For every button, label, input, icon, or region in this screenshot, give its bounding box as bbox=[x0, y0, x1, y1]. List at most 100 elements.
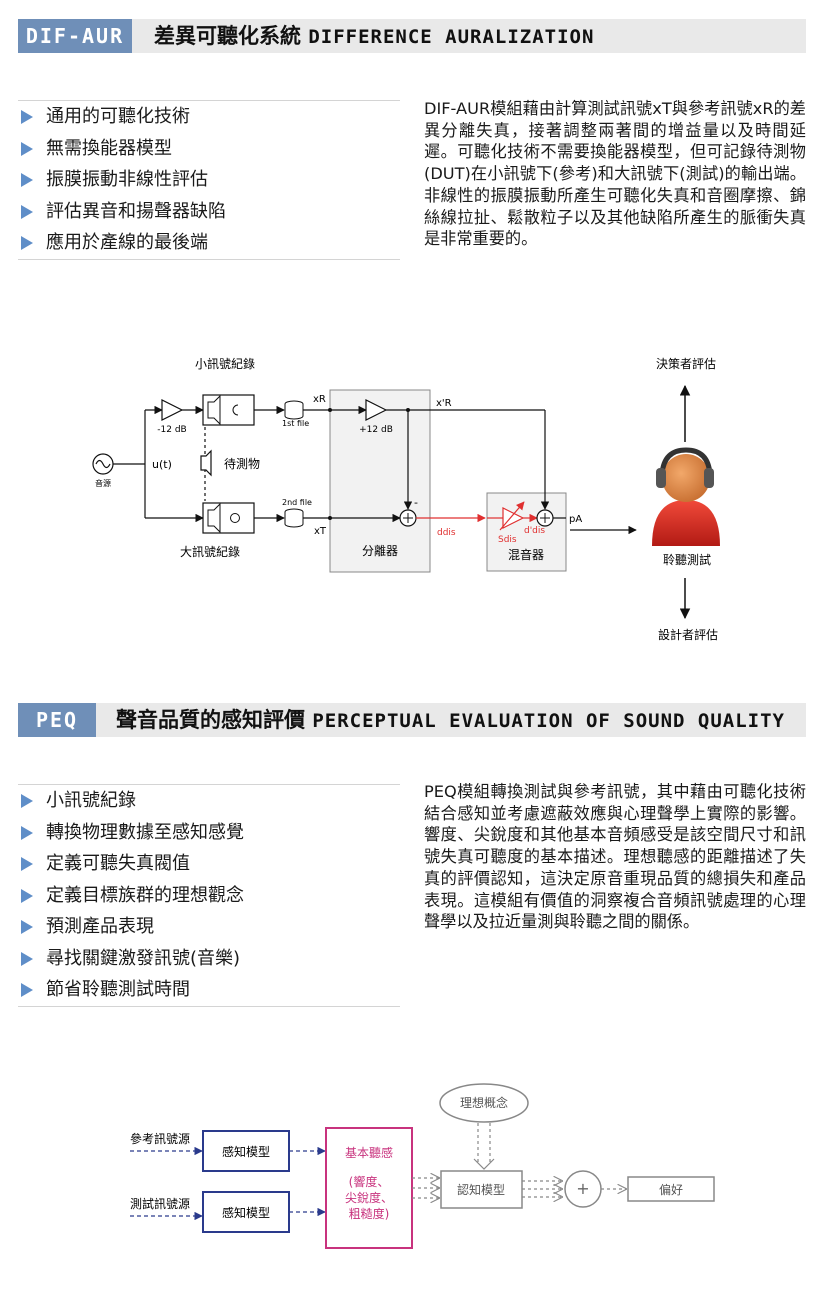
variable-gain-arrow bbox=[499, 501, 525, 531]
peq-tag: PEQ bbox=[18, 703, 96, 737]
sdis-label: Sdis bbox=[498, 535, 517, 545]
file2-body bbox=[284, 512, 304, 528]
pa-label: pA bbox=[569, 514, 582, 525]
separator-label: 分離器 bbox=[362, 544, 398, 558]
list-item-label: 通用的可聽化技術 bbox=[46, 106, 190, 127]
basic-detail-2: 尖銳度、 bbox=[345, 1190, 393, 1205]
gain-amp-icon bbox=[365, 399, 388, 421]
list-item-label: 小訊號紀錄 bbox=[46, 790, 136, 811]
triangle-bullet-icon bbox=[21, 825, 33, 840]
xr-prime-label: x'R bbox=[436, 398, 452, 409]
triangle-bullet-icon bbox=[21, 110, 33, 124]
list-item: 小訊號紀錄 bbox=[18, 785, 400, 817]
source-label: 音源 bbox=[95, 478, 111, 488]
list-item-label: 應用於產線的最後端 bbox=[46, 232, 208, 253]
mic-icon bbox=[232, 404, 239, 416]
preference-label: 偏好 bbox=[659, 1182, 683, 1197]
ideal-arrow-head bbox=[473, 1158, 495, 1170]
list-item-label: 評估異音和揚聲器缺陷 bbox=[46, 200, 226, 222]
gain-plus-label: +12 dB bbox=[359, 425, 393, 435]
dut-label: 待測物 bbox=[224, 457, 260, 471]
basic-perception-box bbox=[325, 1127, 413, 1249]
peq-header: PEQ 聲音品質的感知評價 PERCEPTUAL EVALUATION OF S… bbox=[18, 703, 806, 737]
dut-speaker-icon bbox=[200, 449, 212, 477]
list-item: 應用於產線的最後端 bbox=[18, 227, 400, 259]
triangle-bullet-icon bbox=[21, 173, 33, 187]
sum-plus-label: + bbox=[576, 1179, 589, 1198]
listener-icon bbox=[652, 447, 720, 546]
perception-model-label-2: 感知模型 bbox=[222, 1205, 270, 1220]
listening-test-label: 聆聽測試 bbox=[663, 552, 711, 567]
list-item: 通用的可聽化技術 bbox=[18, 101, 400, 133]
list-item: 節省聆聽測試時間 bbox=[18, 974, 400, 1006]
mixer-label: 混音器 bbox=[508, 547, 544, 562]
ideal-concept-label: 理想概念 bbox=[460, 1095, 508, 1110]
designer-label: 設計者評估 bbox=[658, 627, 718, 642]
mixer-amp-icon bbox=[502, 507, 525, 529]
triangle-bullet-icon bbox=[21, 951, 33, 966]
perception-model-label-1: 感知模型 bbox=[222, 1144, 270, 1159]
triangle-bullet-icon bbox=[21, 236, 33, 250]
triangle-bullet-icon bbox=[21, 888, 33, 903]
triangle-bullet-icon bbox=[21, 983, 33, 997]
triangle-bullet-icon bbox=[21, 141, 33, 156]
triangle-bullet-icon bbox=[21, 857, 33, 871]
decision-label: 決策者評估 bbox=[656, 356, 716, 371]
junction-dot bbox=[328, 408, 332, 412]
mixer-box bbox=[486, 492, 567, 572]
speaker-icon bbox=[207, 394, 221, 426]
separator-box bbox=[329, 389, 431, 573]
peq-description: PEQ模組轉換測試與參考訊號，其中藉由可聽化技術結合感知並考慮遮蔽效應與心理聲學… bbox=[424, 782, 806, 932]
dif-aur-feature-list: 通用的可聽化技術無需換能器模型振膜振動非線性評估評估異音和揚聲器缺陷應用於產線的… bbox=[18, 100, 400, 260]
list-item: 預測產品表現 bbox=[18, 911, 400, 943]
file2-label: 2nd file bbox=[282, 498, 312, 507]
dif-aur-diagram: 小訊號紀錄 大訊號紀錄 音源 u(t) -12 dB 1st file xR 2… bbox=[92, 356, 720, 642]
junction-dot-3 bbox=[328, 516, 332, 520]
list-item: 評估異音和揚聲器缺陷 bbox=[18, 196, 400, 228]
dif-aur-description: DIF-AUR模組藉由計算測試訊號xT與參考訊號xR的差異分離失真，接著調整兩著… bbox=[424, 99, 806, 249]
basic-perception-title: 基本聽感 bbox=[345, 1145, 393, 1160]
attenuator-amp-icon bbox=[161, 399, 184, 421]
triangle-bullet-icon bbox=[21, 920, 33, 934]
basic-detail-1: (響度、 bbox=[349, 1174, 390, 1189]
perception-model-box-2 bbox=[202, 1191, 290, 1233]
list-item: 定義目標族群的理想觀念 bbox=[18, 880, 400, 912]
ref-source-label: 參考訊號源 bbox=[130, 1131, 190, 1146]
gain-minus-label: -12 dB bbox=[157, 425, 186, 435]
dprime-dis-label: d'dis bbox=[524, 526, 545, 536]
xr-label: xR bbox=[313, 394, 326, 405]
dif-aur-tag: DIF-AUR bbox=[18, 19, 132, 53]
basic-detail-3: 粗糙度) bbox=[349, 1206, 390, 1221]
triangle-bullet-icon bbox=[21, 204, 33, 219]
peq-title-en: PERCEPTUAL EVALUATION OF SOUND QUALITY bbox=[312, 710, 785, 732]
source-symbol: u(t) bbox=[152, 458, 172, 471]
minus-sign: - bbox=[414, 496, 418, 509]
list-item-label: 定義可聽失真閥值 bbox=[46, 853, 190, 874]
dif-aur-header: DIF-AUR 差異可聽化系統 DIFFERENCE AURALIZATION bbox=[18, 19, 806, 53]
cognition-model-label: 認知模型 bbox=[457, 1182, 505, 1197]
list-item-label: 振膜振動非線性評估 bbox=[46, 169, 208, 190]
file1-body bbox=[284, 404, 304, 420]
peq-title-zh: 聲音品質的感知評價 bbox=[116, 708, 305, 732]
large-signal-label: 大訊號紀錄 bbox=[180, 544, 240, 559]
list-item-label: 預測產品表現 bbox=[46, 916, 154, 937]
sine-wave-icon bbox=[95, 459, 111, 469]
list-item-label: 尋找關鍵激發訊號(音樂) bbox=[46, 947, 241, 969]
dif-aur-title-zh: 差異可聽化系統 bbox=[154, 24, 301, 48]
file1-label: 1st file bbox=[282, 419, 309, 428]
list-item: 無需換能器模型 bbox=[18, 133, 400, 165]
perception-model-box-1 bbox=[202, 1130, 290, 1172]
speaker-icon-2 bbox=[207, 502, 221, 534]
triangle-bullet-icon bbox=[21, 794, 33, 808]
list-item-label: 定義目標族群的理想觀念 bbox=[46, 884, 244, 906]
peq-title: 聲音品質的感知評價 PERCEPTUAL EVALUATION OF SOUND… bbox=[116, 703, 785, 737]
list-item-label: 節省聆聽測試時間 bbox=[46, 979, 190, 1000]
peq-diagram: 參考訊號源 感知模型 測試訊號源 感知模型 基本聽感 (響度、 尖銳度、 粗糙度… bbox=[130, 1083, 715, 1249]
xt-label: xT bbox=[314, 526, 327, 537]
list-item-label: 無需換能器模型 bbox=[46, 137, 172, 159]
dif-aur-title: 差異可聽化系統 DIFFERENCE AURALIZATION bbox=[154, 19, 594, 53]
preference-box bbox=[627, 1176, 715, 1202]
list-item-label: 轉換物理數據至感知感覺 bbox=[46, 821, 244, 843]
list-item: 轉換物理數據至感知感覺 bbox=[18, 817, 400, 849]
list-item: 振膜振動非線性評估 bbox=[18, 164, 400, 196]
